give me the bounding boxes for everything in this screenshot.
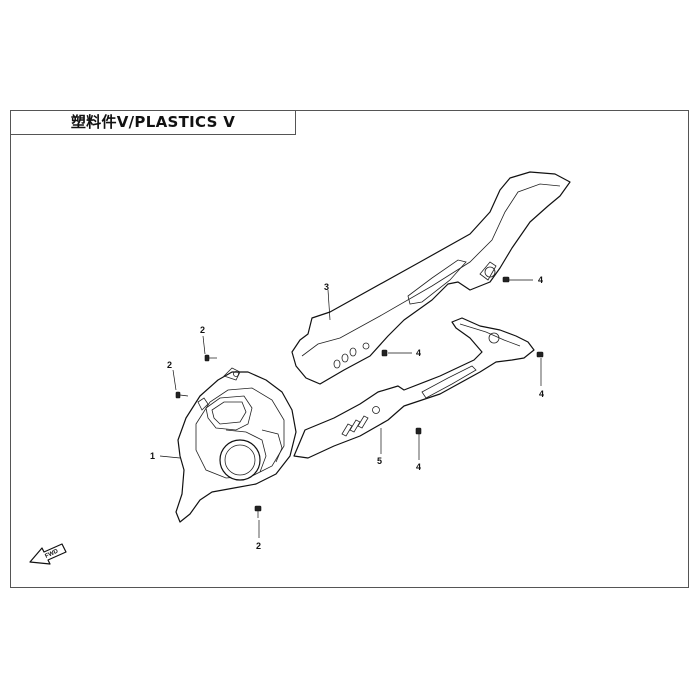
diagram-title: 塑料件Ⅴ/PLASTICS Ⅴ — [70, 113, 236, 131]
callout-3: 3 — [324, 282, 329, 292]
bolt-2b — [175, 391, 189, 399]
bolt-4c — [536, 351, 544, 358]
callout-2c: 2 — [256, 541, 261, 551]
title-box — [10, 110, 296, 135]
bolt-4b — [381, 349, 388, 357]
bolt-2a — [204, 354, 217, 362]
bolt-4a — [502, 276, 510, 283]
callout-5: 5 — [377, 456, 382, 466]
callout-4c: 4 — [539, 389, 544, 399]
fwd-arrow-icon: FWD — [29, 543, 67, 565]
chain-guard-upper — [291, 171, 571, 385]
bolt-4d — [415, 427, 422, 435]
callout-4a: 4 — [538, 275, 543, 285]
callout-2a: 2 — [200, 325, 205, 335]
fwd-label: FWD — [44, 548, 60, 559]
callout-2b: 2 — [167, 360, 172, 370]
callout-4d: 4 — [416, 462, 421, 472]
sprocket-cover — [175, 367, 297, 523]
diagram-frame — [10, 110, 689, 588]
callout-4b: 4 — [416, 348, 421, 358]
callout-1: 1 — [150, 451, 155, 461]
bolt-2c — [254, 505, 262, 518]
leader-lines — [159, 279, 542, 538]
chain-guard-lower — [293, 317, 535, 459]
